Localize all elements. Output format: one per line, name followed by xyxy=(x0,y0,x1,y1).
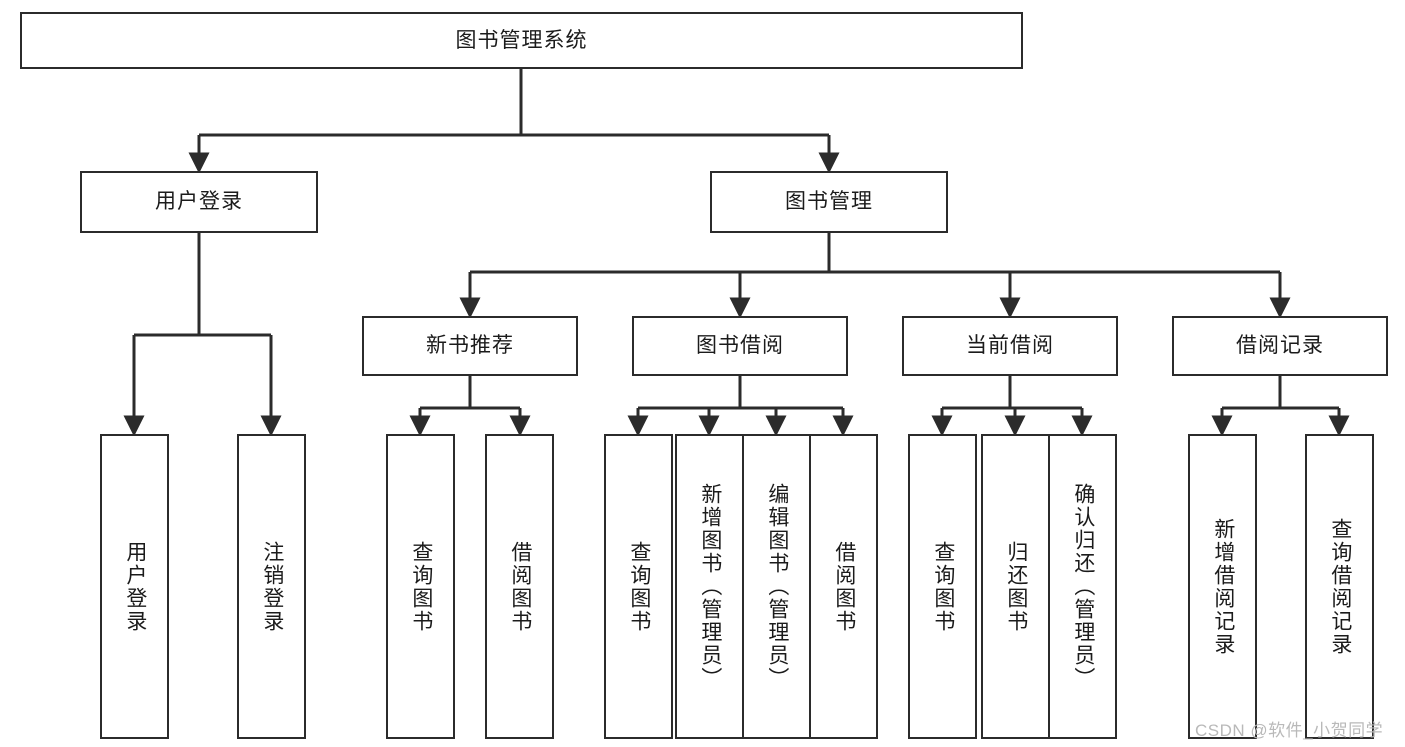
leaf-user-login-label: 用户登录 xyxy=(123,540,147,633)
node-book-borrow-label: 图书借阅 xyxy=(696,334,784,358)
leaf-query-book-borrow-label: 查询图书 xyxy=(627,540,651,633)
leaf-confirm-return-admin[interactable]: 确认归还（管理员） xyxy=(1048,434,1117,739)
leaf-edit-book-admin[interactable]: 编辑图书（管理员） xyxy=(742,434,811,739)
node-new-book-recommend-label: 新书推荐 xyxy=(426,334,514,358)
node-borrow-record-label: 借阅记录 xyxy=(1236,334,1324,358)
leaf-add-book-admin[interactable]: 新增图书（管理员） xyxy=(675,434,744,739)
node-user-login[interactable]: 用户登录 xyxy=(80,171,318,233)
node-new-book-recommend[interactable]: 新书推荐 xyxy=(362,316,578,376)
leaf-return-book-label: 归还图书 xyxy=(1004,540,1028,633)
leaf-add-borrow-record-label: 新增借阅记录 xyxy=(1211,517,1235,656)
leaf-edit-book-admin-label: 编辑图书（管理员） xyxy=(765,483,789,690)
node-book-management-label: 图书管理 xyxy=(785,190,873,214)
leaf-logout[interactable]: 注销登录 xyxy=(237,434,306,739)
node-book-management[interactable]: 图书管理 xyxy=(710,171,948,233)
leaf-confirm-return-admin-label: 确认归还（管理员） xyxy=(1071,483,1095,690)
leaf-query-borrow-record-label: 查询借阅记录 xyxy=(1328,517,1352,656)
leaf-borrow-book-rec[interactable]: 借阅图书 xyxy=(485,434,554,739)
watermark: CSDN @软件_小贺同学 xyxy=(1195,721,1384,740)
node-user-login-label: 用户登录 xyxy=(155,190,243,214)
leaf-query-borrow-record[interactable]: 查询借阅记录 xyxy=(1305,434,1374,739)
leaf-return-book[interactable]: 归还图书 xyxy=(981,434,1050,739)
leaf-query-book-rec-label: 查询图书 xyxy=(409,540,433,633)
leaf-add-book-admin-label: 新增图书（管理员） xyxy=(698,483,722,690)
node-current-borrow-label: 当前借阅 xyxy=(966,334,1054,358)
leaf-borrow-book-rec-label: 借阅图书 xyxy=(508,540,532,633)
node-book-borrow[interactable]: 图书借阅 xyxy=(632,316,848,376)
node-current-borrow[interactable]: 当前借阅 xyxy=(902,316,1118,376)
leaf-borrow-book-label: 借阅图书 xyxy=(832,540,856,633)
leaf-query-book-current-label: 查询图书 xyxy=(931,540,955,633)
leaf-logout-label: 注销登录 xyxy=(260,540,284,633)
leaf-add-borrow-record[interactable]: 新增借阅记录 xyxy=(1188,434,1257,739)
leaf-query-book-rec[interactable]: 查询图书 xyxy=(386,434,455,739)
node-borrow-record[interactable]: 借阅记录 xyxy=(1172,316,1388,376)
node-root[interactable]: 图书管理系统 xyxy=(20,12,1023,69)
leaf-query-book-borrow[interactable]: 查询图书 xyxy=(604,434,673,739)
leaf-user-login[interactable]: 用户登录 xyxy=(100,434,169,739)
node-root-label: 图书管理系统 xyxy=(455,28,588,52)
leaf-query-book-current[interactable]: 查询图书 xyxy=(908,434,977,739)
leaf-borrow-book[interactable]: 借阅图书 xyxy=(809,434,878,739)
